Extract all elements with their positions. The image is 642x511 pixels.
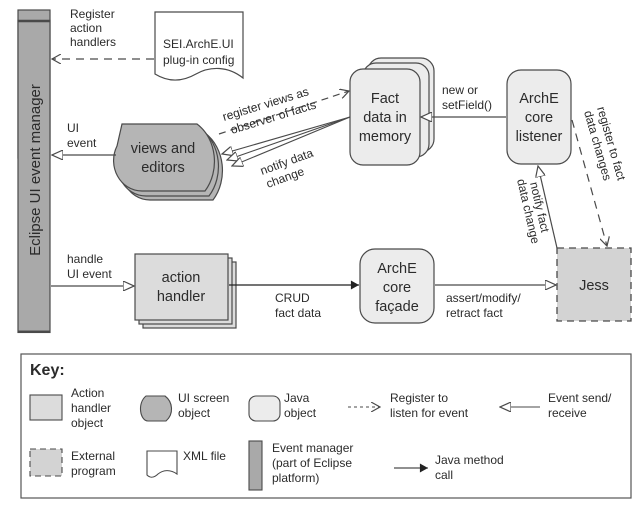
legend-label: object <box>178 406 211 420</box>
edge-assert-modify: assert/modify/ retract fact <box>435 285 556 320</box>
legend-label: object <box>284 406 317 420</box>
action-handler-line1: action <box>162 270 201 286</box>
legend-label: handler <box>71 401 111 415</box>
edge-label: handle <box>67 252 103 266</box>
legend-label: object <box>71 416 104 430</box>
core-listener-node: ArchE core listener <box>506 69 572 165</box>
legend-label: Event manager <box>272 441 353 455</box>
legend: Key: Action handler object UI screen obj… <box>20 353 632 499</box>
edge-label: handlers <box>70 35 116 49</box>
jess-node: Jess <box>556 247 632 322</box>
core-facade-line2: core <box>383 280 411 296</box>
edge-label: action <box>70 21 102 35</box>
legend-label: call <box>435 468 453 482</box>
legend-external: External program <box>29 448 116 478</box>
legend-label: Register to <box>390 391 448 405</box>
legend-label: UI screen <box>178 391 229 405</box>
edge-label: retract fact <box>446 306 503 320</box>
edge-label: new or <box>442 83 478 97</box>
core-listener-line2: core <box>525 110 553 126</box>
legend-label: Action <box>71 386 104 400</box>
edge-register-action-handlers: Register action handlers <box>52 7 154 59</box>
legend-label: program <box>71 464 116 478</box>
edge-ui-event: UI event <box>52 121 116 155</box>
legend-event-manager: Event manager (part of Eclipse platform) <box>248 440 353 491</box>
edge-label: UI event <box>67 267 112 281</box>
views-editors-line1: views and <box>131 141 195 157</box>
edge-label: event <box>67 136 97 150</box>
fact-data-line2: data in <box>363 110 407 126</box>
views-editors-line2: editors <box>141 160 185 176</box>
edge-new-setfield: new or setField() <box>421 83 506 117</box>
legend-label: receive <box>548 406 587 420</box>
edge-label: fact data <box>275 306 321 320</box>
legend-label: (part of Eclipse <box>272 456 352 470</box>
core-facade-node: ArchE core façade <box>359 248 435 324</box>
legend-java-call: Java method call <box>394 453 504 482</box>
edge-handle-ui-event: handle UI event <box>51 252 134 286</box>
edge-notify-fact-change: notify fact data change <box>514 166 558 249</box>
legend-label: External <box>71 449 115 463</box>
edge-label: CRUD <box>275 291 310 305</box>
legend-xml-file: XML file <box>146 449 226 478</box>
action-handler-node: action handler <box>134 253 237 329</box>
legend-label: Event send/ <box>548 391 612 405</box>
legend-register: Register to listen for event <box>348 391 469 420</box>
edge-label: UI <box>67 121 79 135</box>
edge-crud: CRUD fact data <box>229 280 359 320</box>
legend-label: XML file <box>183 449 226 463</box>
core-listener-line3: listener <box>516 129 563 145</box>
fact-data-node: Fact data in memory <box>349 57 435 166</box>
fact-data-line3: memory <box>359 129 412 145</box>
edge-label: setField() <box>442 98 492 112</box>
edge-label: assert/modify/ <box>446 291 521 305</box>
legend-ui-screen: UI screen object <box>140 391 229 422</box>
edge-label: Register <box>70 7 115 21</box>
legend-label: Java <box>284 391 310 405</box>
legend-label: listen for event <box>390 406 469 420</box>
plugin-config-line2: plug-in config <box>163 53 234 67</box>
plugin-config-node: SEI.ArchE.UI plug-in config <box>154 11 244 81</box>
fact-data-line1: Fact <box>371 91 399 107</box>
core-facade-line1: ArchE <box>377 261 417 277</box>
event-manager-label: Eclipse UI event manager <box>27 84 44 256</box>
legend-label: Java method <box>435 453 504 467</box>
action-handler-line2: handler <box>157 289 206 305</box>
core-facade-line3: façade <box>375 299 419 315</box>
jess-label: Jess <box>579 278 609 294</box>
views-editors-node: views and editors <box>112 123 224 201</box>
legend-java-object: Java object <box>248 391 317 422</box>
core-listener-line1: ArchE <box>519 91 559 107</box>
legend-action-handler: Action handler object <box>29 386 111 430</box>
plugin-config-line1: SEI.ArchE.UI <box>163 37 234 51</box>
edge-register-views: register views as observer of facts <box>218 84 349 137</box>
edge-register-fact-changes: register to fact data changes <box>571 105 629 246</box>
legend-event-send: Event send/ receive <box>500 391 612 420</box>
legend-label: platform) <box>272 471 319 485</box>
event-manager-node: Eclipse UI event manager <box>17 9 51 334</box>
legend-title: Key: <box>30 362 65 379</box>
